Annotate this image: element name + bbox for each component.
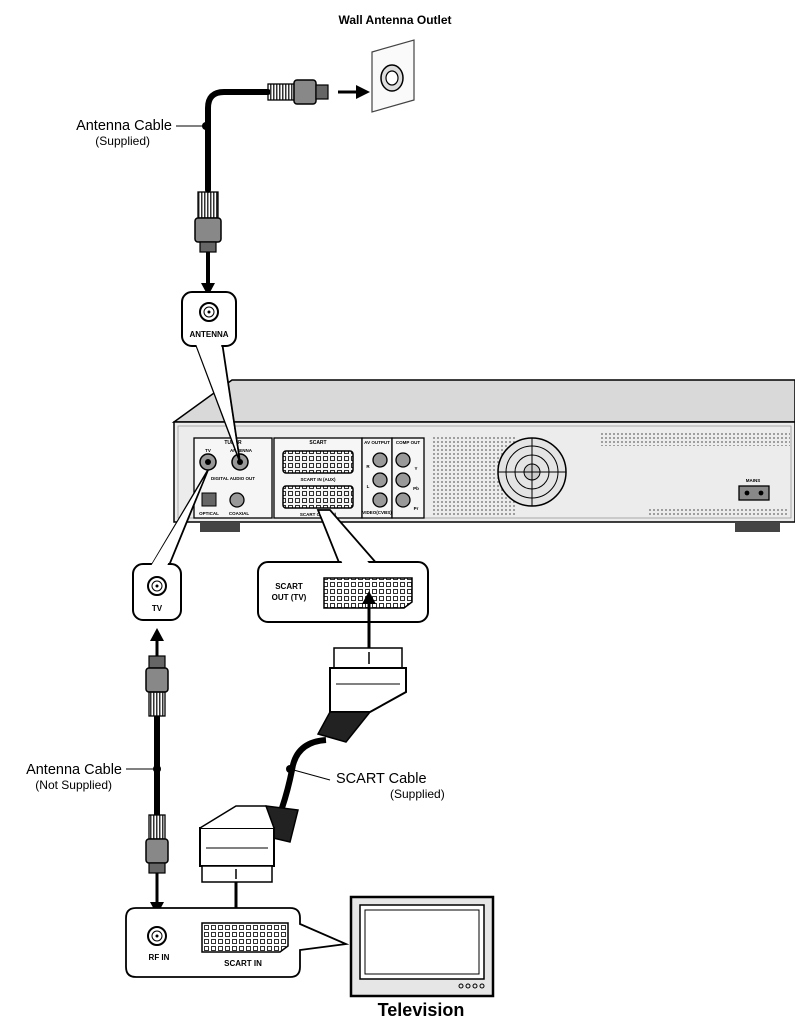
coaxial-port bbox=[229, 492, 245, 508]
f-plug-horizontal-icon bbox=[267, 79, 329, 105]
panel-r-label: R bbox=[366, 464, 370, 469]
antenna-callout: ANTENNA bbox=[181, 291, 241, 463]
f-plug-lower-icon bbox=[145, 814, 169, 874]
panel-mains-label: MAINS bbox=[746, 478, 761, 483]
panel-y-label: Y bbox=[414, 466, 417, 471]
scart-out-callout: SCART OUT (TV) bbox=[257, 509, 429, 623]
antenna-callout-label: ANTENNA bbox=[189, 330, 228, 339]
wall-plate-icon bbox=[371, 39, 415, 113]
panel-pb-label: Pb bbox=[413, 486, 419, 491]
scart-plug-lower-icon bbox=[199, 805, 299, 883]
scart-in-label: SCART IN bbox=[224, 959, 262, 968]
recorder-unit: TUNER TV ANTENNA DIGITAL AUDIO OUT OPTIC… bbox=[171, 379, 795, 532]
scart-out-callout-line2: OUT (TV) bbox=[272, 593, 307, 602]
arrow-to-antenna-icon bbox=[201, 283, 215, 296]
antenna-cable-bottom-note: (Not Supplied) bbox=[35, 778, 112, 792]
wall-antenna-outlet: Wall Antenna Outlet bbox=[338, 13, 452, 113]
antenna-cable-top bbox=[176, 79, 370, 296]
antenna-cable-top-note: (Supplied) bbox=[95, 134, 150, 148]
panel-scart-label: SCART bbox=[309, 440, 326, 446]
tv-callout: TV bbox=[132, 469, 209, 621]
antenna-cable-top-name: Antenna Cable bbox=[76, 118, 172, 134]
f-plug-vertical-icon bbox=[194, 191, 222, 253]
optical-port bbox=[201, 492, 217, 507]
antenna-cable-bottom bbox=[126, 628, 169, 915]
panel-av-output-label: AV OUTPUT bbox=[364, 440, 390, 445]
scart-out-tv-port bbox=[282, 485, 354, 509]
cooling-fan-icon bbox=[497, 437, 567, 507]
tv-input-panel: RF IN SCART IN bbox=[125, 907, 350, 978]
panel-scart-out-tv-label: SCART OUT (TV) bbox=[300, 512, 337, 517]
scart-cable-name: SCART Cable bbox=[336, 771, 427, 787]
arrow-to-outlet-icon bbox=[356, 85, 370, 99]
scart-in-socket-icon bbox=[201, 922, 289, 953]
panel-tv-label: TV bbox=[205, 448, 211, 453]
panel-video-label: VIDEO(CVBS) bbox=[362, 510, 392, 515]
panel-optical-label: OPTICAL bbox=[199, 511, 219, 516]
scart-cable-note: (Supplied) bbox=[390, 787, 445, 801]
wall-outlet-label: Wall Antenna Outlet bbox=[338, 13, 451, 27]
scart-cable bbox=[199, 591, 407, 928]
panel-comp-out-label: COMP OUT bbox=[396, 440, 420, 445]
f-plug-upper-icon bbox=[145, 655, 169, 717]
panel-antenna-label: ANTENNA bbox=[230, 448, 253, 453]
panel-scart-in-aux-label: SCART IN (AUX) bbox=[301, 477, 336, 482]
television-label: Television bbox=[378, 1000, 465, 1019]
tv-callout-label: TV bbox=[152, 604, 163, 613]
panel-pr-label: Pr bbox=[414, 506, 419, 511]
antenna-cable-bottom-name: Antenna Cable bbox=[26, 762, 122, 778]
panel-coaxial-label: COAXIAL bbox=[229, 511, 250, 516]
television-icon bbox=[349, 895, 495, 998]
panel-digital-audio-label: DIGITAL AUDIO OUT bbox=[211, 476, 255, 481]
scart-in-aux-port bbox=[282, 450, 354, 474]
scart-out-callout-line1: SCART bbox=[275, 582, 303, 591]
rf-in-label: RF IN bbox=[149, 953, 170, 962]
mains-socket-icon bbox=[738, 485, 770, 501]
panel-l-label: L bbox=[367, 484, 370, 489]
scart-plug-upper-icon bbox=[316, 647, 407, 743]
